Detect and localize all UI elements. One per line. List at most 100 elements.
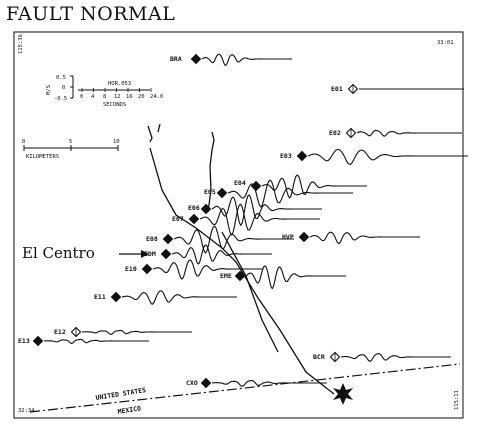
seismogram-trace (171, 244, 272, 265)
corner-label-bottom-left: 32:34 (18, 408, 35, 414)
station-e10: E10 (125, 259, 263, 280)
station-e06: E06 (188, 194, 322, 226)
corner-label-bottom-right: 115:11 (454, 390, 460, 410)
station-diamond-icon (160, 248, 172, 260)
station-cxo: CXO (186, 377, 327, 389)
station-diamond-icon (200, 203, 212, 215)
border-label-mexico: MEXICO (117, 404, 142, 416)
station-label: E07 (172, 215, 184, 223)
station-diamond-icon (234, 270, 246, 282)
station-diamond-icon (141, 263, 153, 275)
seismogram-trace (43, 338, 149, 345)
velocity-tick-mid: 0 (62, 85, 65, 91)
distance-tick-0: 0 (22, 139, 25, 145)
station-label: E12 (54, 328, 66, 336)
epicenter-star-icon (333, 383, 353, 405)
station-diamond-icon (200, 377, 212, 389)
seismogram-trace (173, 225, 294, 254)
imperial-fault-trace (147, 125, 335, 395)
seismogram-trace (211, 380, 327, 387)
station-label: E02 (329, 129, 341, 137)
station-label: E03 (280, 152, 292, 160)
seismogram-trace (81, 329, 192, 336)
seismogram-trace (201, 53, 292, 67)
seismogram-trace (211, 194, 322, 226)
time-tick-20: 20 (138, 94, 145, 100)
international-border (29, 363, 461, 413)
seismogram-trace (245, 265, 346, 290)
time-tick-8: 8 (103, 94, 106, 100)
distance-scale: 0 5 10 KILOMETERS (22, 139, 120, 160)
seismogram-trace (261, 174, 367, 199)
station-bra: BRA (170, 53, 292, 67)
seismogram-trace (309, 231, 420, 245)
corner-label-top-left: 115:36 (18, 34, 24, 54)
station-label: CXO (186, 379, 198, 387)
station-edm: EDM (144, 244, 272, 265)
fault-branch-trace (221, 231, 279, 353)
station-diamond-icon (190, 53, 202, 65)
time-unit: SECONDS (103, 102, 126, 108)
figure-title: FAULT NORMAL (6, 3, 175, 25)
station-label: E04 (234, 179, 246, 187)
station-diamond-icon (250, 180, 262, 192)
velocity-tick-bottom: -0.5 (54, 96, 67, 102)
seismogram-trace (340, 353, 451, 362)
station-diamond-icon (216, 187, 228, 199)
seismogram-trace (152, 259, 263, 280)
station-diamond-icon (32, 335, 44, 347)
station-e01: E01 (331, 83, 464, 95)
station-label: BCR (313, 353, 325, 361)
stations-layer: BRAE01E02E03E04E05E06E07E08EDME10E11E12E… (18, 53, 468, 389)
station-label: E13 (18, 337, 30, 345)
seismogram-trace (307, 148, 468, 166)
station-diamond-icon (296, 150, 308, 162)
distance-tick-10: 10 (113, 139, 120, 145)
seismogram-trace (199, 203, 320, 236)
station-eme: EME (220, 265, 346, 290)
distance-unit: KILOMETERS (26, 154, 59, 160)
time-tick-4: 4 (91, 94, 95, 100)
station-diamond-icon (298, 231, 310, 243)
el-centro-arrow-icon (119, 250, 149, 258)
seismogram-trace (121, 290, 237, 305)
velocity-tick-top: 0.5 (56, 75, 66, 81)
station-e07: E07 (172, 203, 320, 236)
distance-tick-5: 5 (69, 139, 72, 145)
station-label: E01 (331, 85, 343, 93)
station-label: E08 (146, 235, 158, 243)
velocity-unit: M/S (46, 85, 52, 95)
time-tick-0: 0 (80, 94, 83, 100)
station-label: E10 (125, 265, 137, 273)
time-tick-12: 12 (114, 94, 121, 100)
station-diamond-icon (110, 291, 122, 303)
time-tick-16: 16 (126, 94, 133, 100)
velocity-time-scale: 0.5 0 -0.5 M/S HOR.053 0 4 8 12 16 20 24… (46, 75, 163, 108)
station-label: EDM (144, 250, 156, 258)
station-label: HVP (282, 233, 294, 241)
time-tick-24: 24.0 (150, 94, 163, 100)
fault-segment-north (157, 123, 161, 133)
station-label: E11 (94, 293, 106, 301)
scale-station-ref: HOR.053 (108, 81, 131, 87)
station-label: E06 (188, 204, 200, 212)
station-e13: E13 (18, 335, 149, 347)
brawley-fault-trace (207, 131, 215, 213)
corner-label-top-right: 33:01 (437, 40, 454, 46)
station-e02: E02 (329, 127, 462, 139)
station-diamond-icon (188, 213, 200, 225)
station-e05: E05 (204, 179, 353, 208)
station-label: E05 (204, 188, 216, 196)
el-centro-label: El Centro (22, 244, 95, 262)
seismogram-trace (227, 179, 353, 208)
station-hvp: HVP (282, 231, 420, 245)
station-bcr: BCR (313, 351, 451, 363)
station-diamond-icon (162, 233, 174, 245)
station-e12: E12 (54, 326, 192, 338)
station-e11: E11 (94, 290, 237, 305)
station-label: BRA (170, 55, 182, 63)
map-frame (13, 31, 464, 419)
station-e08: E08 (146, 225, 294, 254)
seismogram-trace (356, 129, 462, 137)
